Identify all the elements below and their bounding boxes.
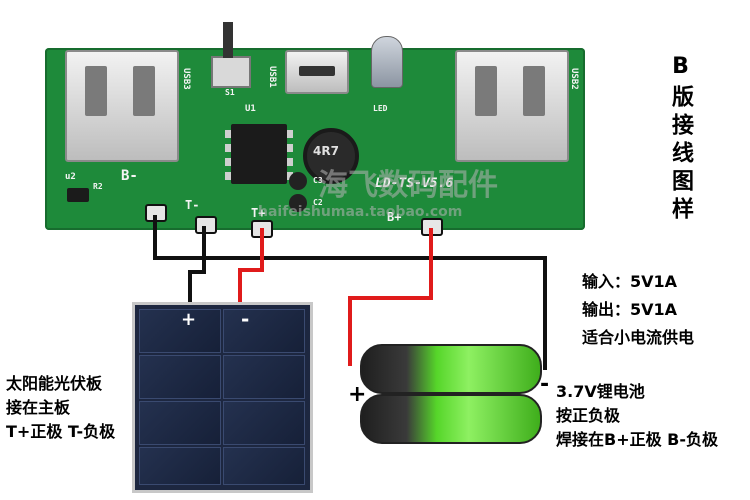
label-usb2: USB2 xyxy=(569,68,579,90)
label-s1: S1 xyxy=(225,88,235,97)
wire-t-plus xyxy=(238,228,264,306)
label-inductor: 4R7 xyxy=(313,144,339,158)
watermark-cn: 海飞数码配件 xyxy=(318,168,498,203)
battery-top xyxy=(360,344,542,394)
usb-port-left xyxy=(65,50,179,162)
capacitor-c2 xyxy=(289,194,307,212)
tact-switch xyxy=(211,56,251,88)
spec-input: 输入：5V1A xyxy=(582,272,678,291)
capacitor-c3 xyxy=(289,172,307,190)
solar-desc-line1: 太阳能光伏板 xyxy=(6,374,103,393)
solar-minus-label: - xyxy=(241,307,250,331)
label-u2: u2 xyxy=(65,172,76,182)
vertical-title: B版接线图样 xyxy=(668,54,693,225)
battery-desc-line1: 3.7V锂电池 xyxy=(556,382,645,401)
label-b-plus: B+ xyxy=(387,210,402,224)
battery-minus-label: - xyxy=(540,372,550,397)
pcb-board: USB3 S1 USB1 LED USB2 U1 4R7 C3 C2 u2 R2… xyxy=(45,22,585,238)
solar-panel: + - xyxy=(132,302,313,493)
battery-desc-line2: 按正负极 xyxy=(556,406,621,425)
label-c2: C2 xyxy=(313,198,323,207)
wire-b-minus xyxy=(153,215,547,370)
label-usb1: USB1 xyxy=(267,66,277,88)
label-u1: U1 xyxy=(245,104,256,114)
inductor xyxy=(303,128,359,184)
ic-u2 xyxy=(67,188,89,202)
label-t-minus: T- xyxy=(185,198,200,212)
ic-u1 xyxy=(225,124,293,184)
solar-desc-line2: 接在主板 xyxy=(6,398,71,417)
switch-knob xyxy=(223,22,233,58)
label-b-minus: B- xyxy=(121,168,138,184)
battery-bottom xyxy=(360,394,542,444)
board-model-label: LD-TS-V5.6 xyxy=(375,176,454,191)
label-c3: C3 xyxy=(313,176,323,185)
spec-note: 适合小电流供电 xyxy=(582,328,695,347)
micro-usb-port xyxy=(285,50,349,94)
solar-desc-line3: T+正极 T-负极 xyxy=(6,422,116,441)
solar-plus-label: + xyxy=(181,309,197,330)
usb-port-right xyxy=(455,50,569,162)
label-r2: R2 xyxy=(93,182,103,191)
label-usb3: USB3 xyxy=(181,68,191,90)
wire-b-plus xyxy=(348,228,433,366)
battery-desc-line3: 焊接在B+正极 B-负极 xyxy=(556,430,719,449)
watermark-url: haifeishumaa.taobao.com xyxy=(258,204,463,220)
wire-t-minus xyxy=(188,226,206,306)
spec-output: 输出：5V1A xyxy=(582,300,678,319)
battery-plus-label: + xyxy=(348,382,367,407)
label-led: LED xyxy=(373,104,388,113)
led-component xyxy=(371,36,403,88)
label-t-plus: T+ xyxy=(251,206,266,220)
